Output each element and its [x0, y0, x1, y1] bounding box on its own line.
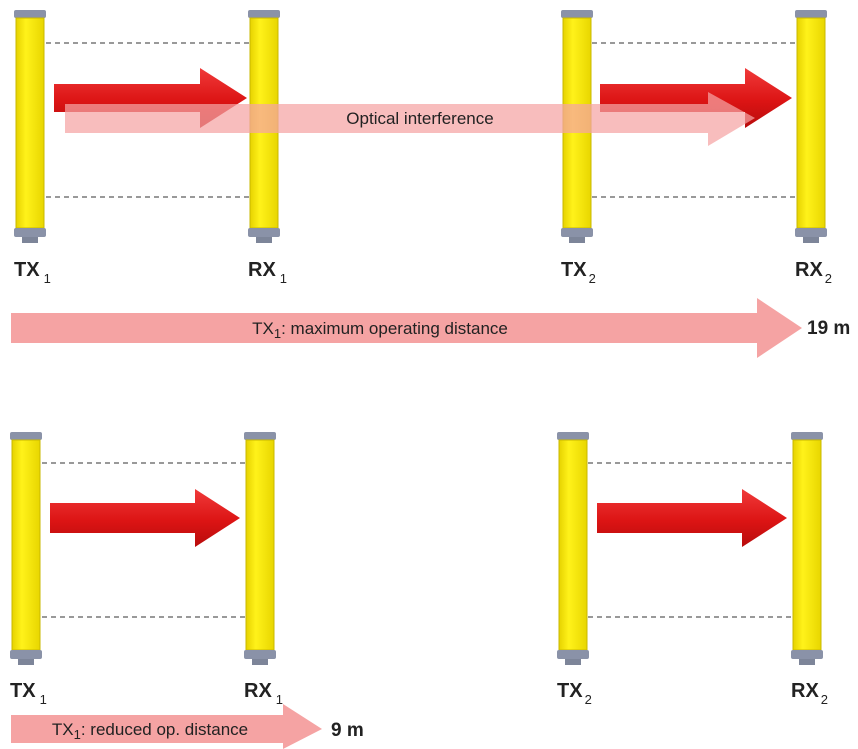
rx1-light-curtain-2 [244, 432, 276, 665]
tx1-beam-arrow [54, 68, 247, 128]
tx2-beam-arrow-2 [597, 489, 787, 547]
tx2-light-curtain-2 [557, 432, 589, 665]
rx2-light-curtain-2 [791, 432, 823, 665]
tx1-light-curtain [14, 10, 46, 243]
max-distance-label: TX1: maximum operating distance [252, 319, 508, 341]
tx2-beam-arrow [600, 68, 792, 128]
tx1-beam-arrow-2 [50, 489, 240, 547]
max-distance-value: 19 m [807, 318, 850, 339]
max-distance-arrow [11, 298, 802, 358]
reduced-distance-arrow [11, 704, 322, 749]
tx1-light-curtain-2 [10, 432, 42, 665]
reduced-distance-label: TX1: reduced op. distance [52, 720, 248, 742]
interference-label: Optical interference [346, 109, 493, 128]
reduced-distance-value: 9 m [331, 720, 364, 741]
optical-interference-arrow [65, 92, 755, 146]
rx2-light-curtain [795, 10, 827, 243]
